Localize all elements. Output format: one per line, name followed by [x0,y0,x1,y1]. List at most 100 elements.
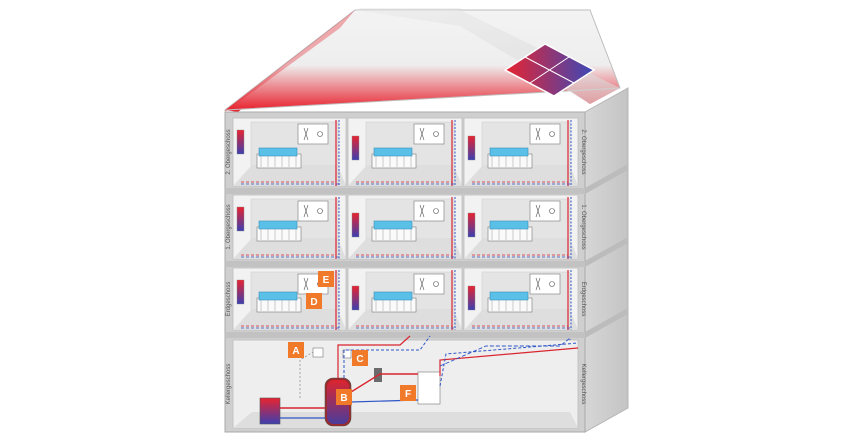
room [347,267,463,331]
floor-label-left: Kellergeschoss [226,364,232,405]
heating-controller [297,123,329,145]
underfloor-heating-panel [258,291,298,301]
underfloor-heating-panel [373,220,413,230]
radiator [467,285,476,311]
floor-label-left: 1. Obergeschoss [226,204,232,249]
floor-label-left: Erdgeschoss [226,282,232,317]
room [463,117,579,187]
controller-symbol [317,208,323,214]
floor-label-right: 1. Obergeschoss [580,204,586,249]
controller-symbol [549,208,555,214]
floor-label-right: Kellergeschoss [580,364,586,405]
radiator [351,212,360,238]
roof [223,9,621,111]
controller-symbol [303,277,309,291]
radiator [467,212,476,238]
room [463,267,579,331]
room-floor [464,166,578,186]
room [463,194,579,260]
heating-controller [529,273,561,295]
control-unit [312,347,324,358]
side-slab [585,164,628,194]
underfloor-heating-panel [489,291,529,301]
controller-symbol [535,277,541,291]
controller-symbol [303,204,309,218]
controller-symbol [433,208,439,214]
underfloor-heating-panel [258,147,298,157]
floor-2: 1. Obergeschoss 1. Obergeschoss [225,194,628,267]
marker-f: F [400,385,416,401]
room-floor [464,310,578,330]
pipe-up-return [343,335,431,378]
controller-symbol [419,127,425,141]
heating-controller [529,200,561,222]
boiler [259,397,281,425]
floor-3: Erdgeschoss Erdgeschoss [225,267,628,338]
underfloor-heating-panel [373,147,413,157]
marker-label: B [340,393,347,404]
room [347,194,463,260]
room-floor [348,239,462,259]
marker-label: A [292,346,299,357]
marker-label: F [405,389,411,400]
marker-box [288,342,304,358]
roof-edge [225,10,355,112]
controller-symbol [549,281,555,287]
heating-controller [529,123,561,145]
floor-slab [225,261,585,267]
controller-symbol [419,277,425,291]
side-slab [585,308,628,338]
room-floor [464,239,578,259]
solar-collector-divider [529,56,570,84]
pipe-tank-station [350,373,418,393]
floor-label-right: Erdgeschoss [580,282,586,317]
pipe-up-supply [337,335,411,378]
marker-label: D [310,297,317,308]
heating-controller [297,200,329,222]
radiator [351,135,360,161]
component-markers: A B C DE F [288,271,416,405]
controller-symbol [535,204,541,218]
controller-symbol [535,127,541,141]
basement: Kellergeschoss Kellergeschoss [226,339,586,429]
room [232,117,347,187]
basement-floor [233,412,578,428]
pipe-riser-supply [439,347,579,376]
controller-symbol [303,127,309,141]
controller-symbol [419,204,425,218]
marker-box [306,293,322,309]
marker-box [336,389,352,405]
controller-symbol [433,281,439,287]
underfloor-heating-panel [489,220,529,230]
room-floor [233,310,346,330]
marker-box [352,350,368,366]
room-floor [348,166,462,186]
marker-c: C [352,350,368,366]
pipe-riser-return [439,342,579,387]
marker-a: A [288,342,304,358]
marker-label: E [323,275,330,286]
marker-d: D [306,293,322,309]
pipe-network [280,335,579,419]
controller-symbol [317,131,323,137]
room [232,194,347,260]
radiator [236,279,245,305]
marker-label: C [356,354,363,365]
pipe-control-line [299,351,314,398]
room-floor [348,310,462,330]
heating-controller [413,200,445,222]
underfloor-heating-panel [258,220,298,230]
room [347,117,463,187]
marker-box [400,385,416,401]
pipe-return-line [439,337,571,367]
controller-symbol [549,131,555,137]
floor-slab [225,332,585,338]
underfloor-heating-panel [373,291,413,301]
radiator [467,135,476,161]
underfloor-heating-panel [489,147,529,157]
floor-label-right: 2. Obergeschoss [580,129,586,174]
marker-box [318,271,334,287]
heating-controller [413,123,445,145]
